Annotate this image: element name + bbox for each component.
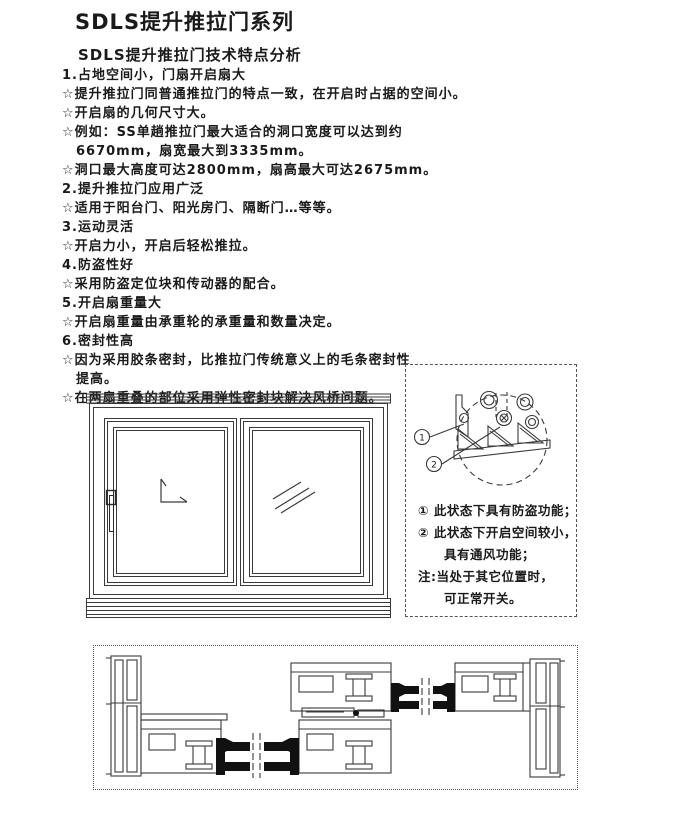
feature-line: ☆开启扇重量由承重轮的承重量和数量决定。 [62,315,341,330]
feature-line: ☆因为采用胶条密封，比推拉门传统意义上的毛条密封性 [62,353,411,368]
feature-line: 5.开启扇重量大 [62,296,162,311]
glass-hatch-icon [272,481,316,514]
feature-line: 4.防盗性好 [62,258,134,273]
page-title: SDLS提升推拉门系列 [75,10,295,34]
detail-box: 1 2 ① 此状态下具有防盗功能； ② 此状态下开启空间较小， 具有通风功能； … [405,364,577,617]
feature-line: ☆洞口最大高度可达2800mm，扇高最大可达2675mm。 [62,163,438,178]
feature-line: ☆开启力小，开启后轻松推拉。 [62,239,257,254]
feature-line: 3.运动灵活 [62,220,134,235]
feature-line: ☆在两扇重叠的部位采用弹性密封块解决风桥问题。 [62,391,383,406]
cross-section-drawing [106,655,565,778]
feature-line: 2.提升推拉门应用广泛 [62,182,204,197]
feature-line: ☆适用于阳台门、阳光房门、隔断门…等等。 [62,201,341,216]
upper-middle-sash-profile [290,662,392,712]
door-frame [86,393,391,618]
note-line: 具有通风功能； [444,547,536,562]
right-sash [240,418,373,586]
opening-direction-icon [160,478,188,503]
upper-glass-unit [353,678,455,716]
note-line: ② 此状态下开启空间较小， [418,525,577,540]
feature-line: 6670mm，扇宽最大到3335mm。 [76,144,313,159]
feature-line: 1.占地空间小，门扇开启扇大 [62,68,246,83]
lock-knob [353,710,359,716]
lower-left-sash-profile [140,713,228,774]
callout-1-label: 1 [419,434,425,444]
feature-line: 提高。 [76,372,119,387]
right-jamb-profile [529,658,565,778]
upper-right-sash-profile [454,662,530,712]
callout-2-badge [425,455,443,473]
note-line: 可正常开关。 [444,591,523,606]
interlock-hardware [301,707,385,718]
detail-notes: ① 此状态下具有防盗功能； ② 此状态下开启空间较小， 具有通风功能； 注:当处… [406,499,576,610]
note-line: ① 此状态下具有防盗功能； [418,503,577,518]
leader-line-2 [441,426,501,465]
feature-line: ☆采用防盗定位块和传动器的配合。 [62,277,285,292]
detail-figure: 1 2 [413,390,551,486]
note-line: 注:当处于其它位置时， [418,569,554,584]
feature-list: 1.占地空间小，门扇开启扇大 ☆提升推拉门同普通推拉门的特点一致，在开启时占据的… [62,66,482,408]
feature-line: ☆开启扇的几何尺寸大。 [62,106,215,121]
callout-2-label: 2 [431,461,437,471]
cross-section-figure [93,645,578,790]
lower-glass-unit [216,733,299,778]
lower-middle-sash-profile [298,719,392,774]
door-handle-icon [105,489,117,532]
feature-line: ☆例如：SS单趟推拉门最大适合的洞口宽度可以达到约 [62,125,403,140]
section-heading: SDLS提升推拉门技术特点分析 [78,46,302,64]
feature-line: ☆提升推拉门同普通推拉门的特点一致，在开启时占据的空间小。 [62,87,467,102]
leader-line-1 [429,423,465,438]
roller-bolts [458,390,540,430]
callout-1-badge [413,428,431,446]
left-sash [104,418,237,586]
door-elevation-figure [86,393,391,618]
left-jamb-profile [106,655,142,777]
feature-line: 6.密封性高 [62,334,134,349]
